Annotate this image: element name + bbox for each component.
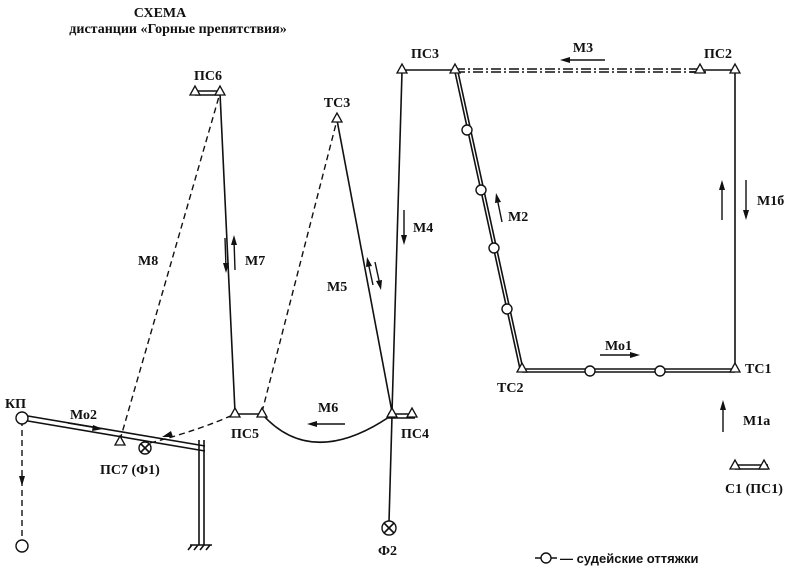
label-ps5: ПС5 — [231, 427, 259, 442]
kp-descent-arrow-icon — [19, 476, 25, 486]
judge-guy-line-icon — [475, 184, 487, 196]
ps3b-node-icon — [448, 62, 462, 74]
label-mo1: Мо1 — [605, 339, 632, 354]
f2-line — [388, 415, 393, 523]
judge-guy-line-icon — [584, 365, 596, 377]
label-ts1: ТС1 — [745, 362, 771, 377]
f2-crossed-circle-icon — [381, 520, 397, 536]
ps2-node-icon — [728, 62, 742, 74]
m7-arrow-down-icon — [223, 237, 229, 273]
m4-arrow-down-icon — [401, 210, 407, 245]
label-s1: С1 (ПС1) — [725, 482, 783, 497]
dashed-ps5-ts3 — [261, 119, 338, 413]
label-m4: М4 — [413, 221, 433, 236]
m3-arrow-left-icon — [560, 57, 605, 63]
s1-node-icon — [728, 458, 742, 470]
label-ps7: ПС7 (Ф1) — [100, 463, 160, 478]
label-ts2: ТС2 — [497, 381, 523, 396]
ts1-node-icon — [728, 361, 742, 373]
ps3-node-icon — [395, 62, 409, 74]
m1b-arrow-up-icon — [719, 180, 725, 220]
label-m8: М8 — [138, 254, 158, 269]
label-ts3: ТС3 — [324, 96, 350, 111]
mo2-arrow-right-icon — [67, 422, 103, 431]
legend-text: — судейские оттяжки — [560, 551, 698, 566]
stage-m4-line — [391, 71, 403, 413]
m2-arrow-up-icon — [495, 193, 503, 223]
ps7-node-icon — [113, 434, 127, 446]
f1-crossed-circle-icon — [138, 441, 152, 455]
ps4-node-icon — [385, 406, 399, 418]
m5-arrow-up-icon — [366, 257, 374, 286]
label-m5: М5 — [327, 280, 347, 295]
hatch-4 — [205, 544, 211, 551]
label-m1a: М1а — [743, 414, 770, 429]
m7-arrow-up-icon — [231, 235, 237, 271]
stage-m2-line — [454, 71, 521, 370]
ps4b-node-icon — [405, 406, 419, 418]
dashed-ps7-ps5 — [149, 413, 236, 444]
label-m1b: М1б — [757, 194, 784, 209]
hatch-2 — [193, 544, 199, 551]
ts2-node-icon — [515, 361, 529, 373]
ps5-node-icon — [228, 406, 242, 418]
label-ps6: ПС6 — [194, 69, 222, 84]
kp-bottom-circle-icon — [15, 539, 29, 553]
scheme-subtitle: дистанции «Горные препятствия» — [69, 22, 286, 37]
kp-circle-icon — [15, 411, 29, 425]
mo1-arrow-right-icon — [600, 352, 640, 358]
hatch-3 — [199, 544, 205, 551]
label-m3: М3 — [573, 41, 593, 56]
ts3-node-icon — [330, 111, 344, 123]
stage-mo2-line — [21, 414, 206, 447]
ps2a-node-icon — [693, 62, 707, 74]
label-ps3: ПС3 — [411, 47, 439, 62]
label-m7: М7 — [245, 254, 265, 269]
stage-mo2-line-2 — [21, 419, 206, 452]
s1b-node-icon — [757, 458, 771, 470]
m5-arrow-down-icon — [374, 261, 382, 290]
stage-m2-line-2 — [457, 71, 524, 370]
label-ps2: ПС2 — [704, 47, 732, 62]
label-m2: М2 — [508, 210, 528, 225]
legend: — судейские оттяжки — [535, 551, 698, 566]
judge-guy-line-icon — [461, 124, 473, 136]
ps5b-node-icon — [255, 406, 269, 418]
dashed-ps7-ps5-arrow-icon — [162, 431, 173, 437]
stage-m5-line — [336, 119, 393, 413]
node-triangles — [113, 62, 771, 470]
label-kp: КП — [5, 397, 26, 412]
m1b-arrow-down-icon — [743, 180, 749, 220]
stage-m7-line — [219, 92, 236, 413]
judge-guy-line-icon — [488, 242, 500, 254]
judge-guy-line-icon — [501, 303, 513, 315]
scheme-title: СХЕМА — [134, 6, 187, 21]
judge-guy-line-icon — [540, 552, 552, 564]
judge-guy-line-icon — [654, 365, 666, 377]
ps6b-node-icon — [188, 84, 202, 96]
label-ps4: ПС4 — [401, 427, 429, 442]
label-f2: Ф2 — [378, 544, 397, 559]
hatch-1 — [187, 544, 193, 551]
m6-arrow-left-icon — [307, 421, 345, 427]
label-mo2: Мо2 — [70, 408, 97, 423]
stage-m6-curve — [261, 413, 393, 443]
label-m6: М6 — [318, 401, 338, 416]
ps6-node-icon — [213, 84, 227, 96]
stage-m8-dashed — [119, 92, 221, 441]
m1a-arrow-up-icon — [720, 400, 726, 432]
